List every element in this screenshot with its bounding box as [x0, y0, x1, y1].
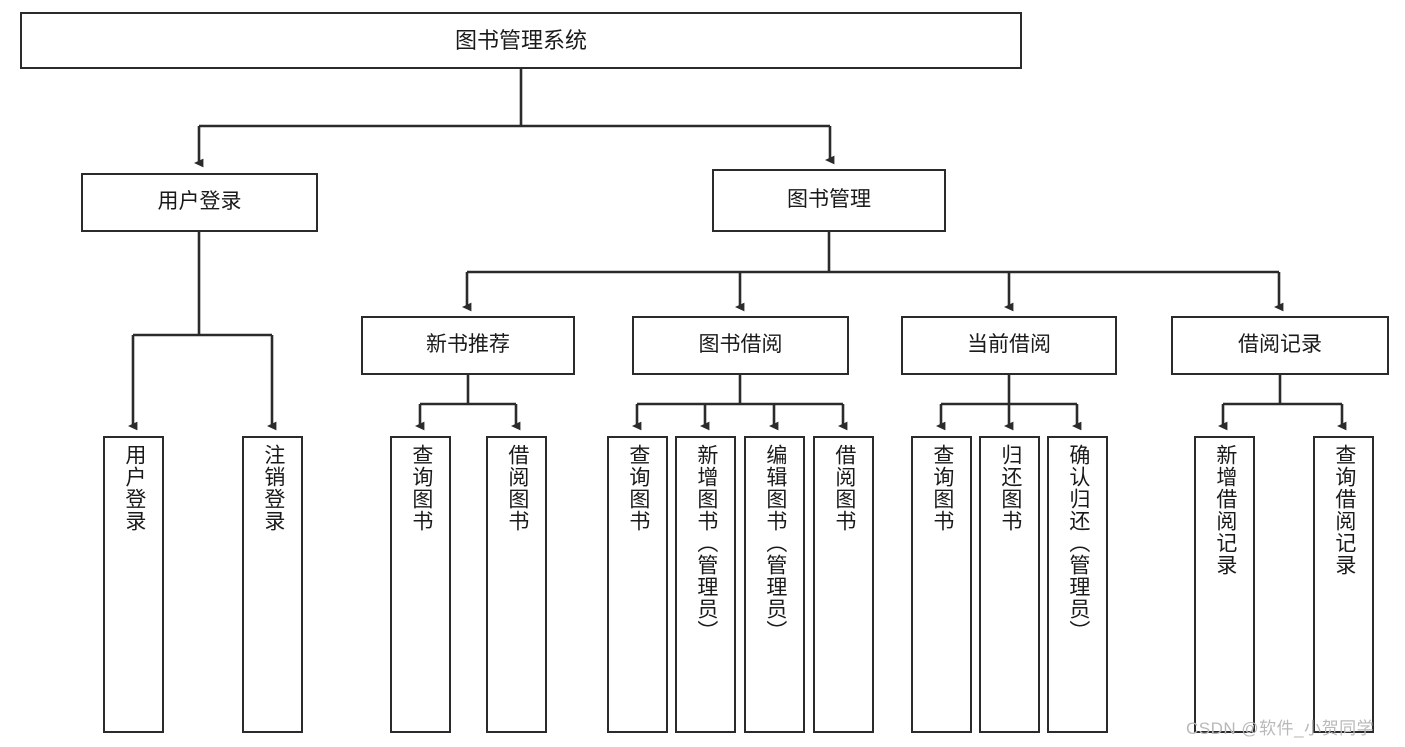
node-root-system[interactable]: 图书管理系统 — [20, 12, 1022, 69]
leaf-user-login[interactable]: 用户登录 — [103, 436, 164, 733]
node-label: 查询图书 — [626, 444, 650, 532]
node-label: 新增图书（管理员） — [694, 444, 718, 642]
node-label: 用户登录 — [122, 444, 146, 532]
node-label: 确认归还（管理员） — [1066, 444, 1090, 642]
node-label: 图书管理系统 — [454, 27, 587, 53]
node-label: 图书借阅 — [698, 333, 783, 357]
node-label: 图书管理 — [787, 188, 871, 212]
leaf-borrow-book-2[interactable]: 借阅图书 — [813, 436, 874, 733]
leaf-query-book-1[interactable]: 查询图书 — [390, 436, 451, 733]
leaf-borrow-book-1[interactable]: 借阅图书 — [486, 436, 547, 733]
node-book-borrow[interactable]: 图书借阅 — [632, 316, 849, 375]
node-label: 借阅图书 — [832, 444, 856, 532]
leaf-confirm-return[interactable]: 确认归还（管理员） — [1047, 436, 1108, 733]
node-user-login[interactable]: 用户登录 — [81, 173, 318, 232]
node-label: 注销登录 — [261, 444, 285, 532]
node-label: 查询借阅记录 — [1332, 444, 1356, 576]
node-book-manage[interactable]: 图书管理 — [712, 169, 946, 232]
leaf-logout[interactable]: 注销登录 — [242, 436, 303, 733]
node-new-book-rec[interactable]: 新书推荐 — [361, 316, 575, 375]
node-label: 查询图书 — [930, 444, 954, 532]
leaf-add-book[interactable]: 新增图书（管理员） — [675, 436, 736, 733]
node-label: 借阅图书 — [505, 444, 529, 532]
leaf-add-record[interactable]: 新增借阅记录 — [1194, 436, 1255, 733]
node-current-borrow[interactable]: 当前借阅 — [901, 316, 1117, 375]
leaf-query-book-3[interactable]: 查询图书 — [911, 436, 972, 733]
leaf-query-record[interactable]: 查询借阅记录 — [1313, 436, 1374, 733]
node-label: 当前借阅 — [967, 333, 1051, 357]
node-borrow-record[interactable]: 借阅记录 — [1171, 316, 1389, 375]
node-label: 用户登录 — [157, 190, 242, 214]
leaf-edit-book[interactable]: 编辑图书（管理员） — [744, 436, 805, 733]
leaf-return-book[interactable]: 归还图书 — [979, 436, 1040, 733]
node-label: 查询图书 — [409, 444, 433, 532]
leaf-query-book-2[interactable]: 查询图书 — [607, 436, 668, 733]
node-label: 新增借阅记录 — [1213, 444, 1237, 576]
node-label: 归还图书 — [998, 444, 1022, 532]
node-label: 新书推荐 — [426, 333, 510, 357]
node-label: 借阅记录 — [1238, 333, 1322, 357]
node-label: 编辑图书（管理员） — [763, 444, 787, 642]
